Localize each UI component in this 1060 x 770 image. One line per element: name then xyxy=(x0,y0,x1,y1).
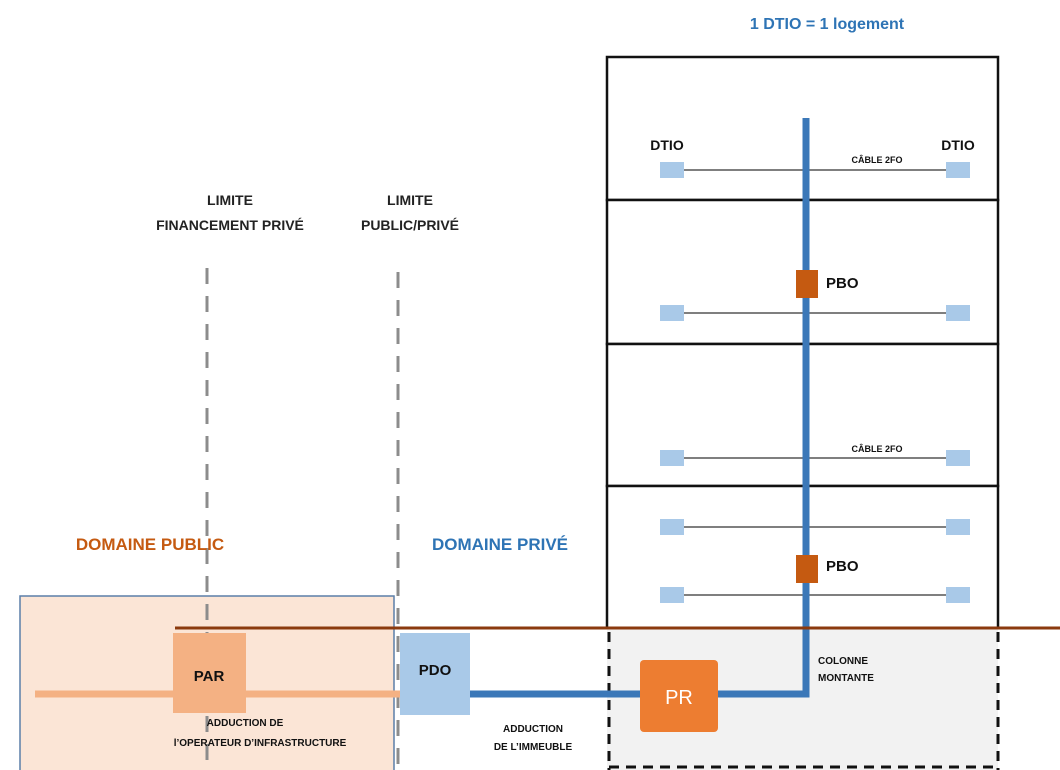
floor-cables xyxy=(660,162,970,603)
pbo-label-lower: PBO xyxy=(826,558,859,575)
legend-note: 1 DTIO = 1 logement xyxy=(750,16,905,33)
dtio-box xyxy=(660,162,684,178)
operator-adduction-line1: ADDUCTION DE xyxy=(207,718,284,729)
dtio-box xyxy=(660,450,684,466)
par-box xyxy=(173,633,246,713)
pdo-label: PDO xyxy=(419,662,452,679)
dtio-label-left: DTIO xyxy=(650,137,684,153)
pbo-box-upper xyxy=(796,270,818,298)
pr-box xyxy=(640,660,718,732)
limit-public-private-subtitle: PUBLIC/PRIVÉ xyxy=(361,217,459,233)
public-domain-label: DOMAINE PUBLIC xyxy=(76,535,224,554)
dtio-label-right: DTIO xyxy=(941,137,975,153)
pr-label: PR xyxy=(665,687,693,709)
pbo-label-upper: PBO xyxy=(826,275,859,292)
cable-label-third: CÂBLE 2FO xyxy=(851,443,902,454)
pdo-box xyxy=(400,633,470,715)
dtio-box xyxy=(946,519,970,535)
dtio-box xyxy=(660,587,684,603)
building-adduction-line1: ADDUCTION xyxy=(503,724,563,735)
riser-label-line2: MONTANTE xyxy=(818,673,874,684)
par-label: PAR xyxy=(194,668,225,685)
riser-label-line1: COLONNE xyxy=(818,656,868,667)
limit-private-funding-subtitle: FINANCEMENT PRIVÉ xyxy=(156,217,304,233)
pbo-box-lower xyxy=(796,555,818,583)
limit-public-private-title: LIMITE xyxy=(387,192,433,208)
operator-adduction-line2: l’OPERATEUR D’INFRASTRUCTURE xyxy=(174,738,347,749)
riser-cable xyxy=(710,118,810,698)
dtio-box xyxy=(946,162,970,178)
private-domain-label: DOMAINE PRIVÉ xyxy=(432,535,568,554)
dtio-box xyxy=(660,305,684,321)
limit-private-funding-title: LIMITE xyxy=(207,192,253,208)
dtio-box xyxy=(946,587,970,603)
basement-border xyxy=(607,632,1000,770)
dtio-box xyxy=(946,305,970,321)
building-adduction-line2: DE L’IMMEUBLE xyxy=(494,742,573,753)
cable-label-top: CÂBLE 2FO xyxy=(851,154,902,165)
dtio-box xyxy=(660,519,684,535)
dtio-box xyxy=(946,450,970,466)
